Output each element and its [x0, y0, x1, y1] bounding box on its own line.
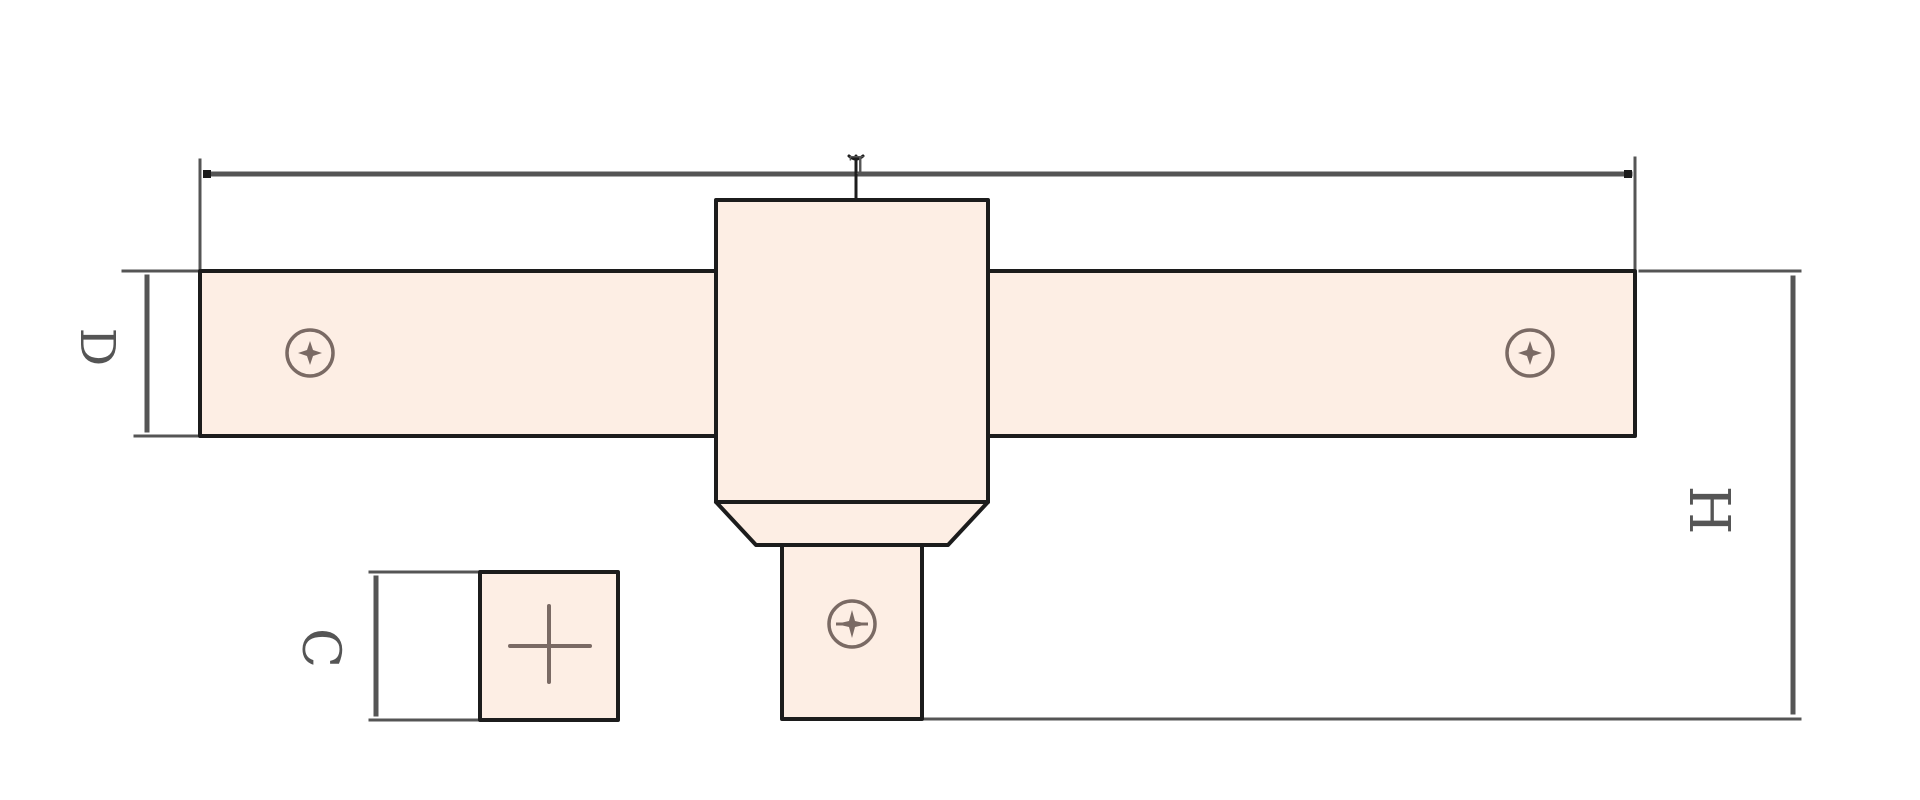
- screw-head-left: [285, 328, 335, 378]
- length-label: L: [849, 150, 865, 178]
- square-label: C: [290, 628, 350, 668]
- length-arrow-left: [203, 170, 211, 178]
- screw-cross-right: [1518, 341, 1542, 365]
- screw-head-drive: [827, 599, 877, 649]
- length-arrow-right: [1624, 170, 1632, 178]
- dimension-lines: [121, 156, 1802, 722]
- left-handle-bar: [198, 269, 718, 438]
- screw-cross-left: [298, 341, 322, 365]
- hub-top-marker-cap: [847, 154, 865, 161]
- hub-taper: [714, 500, 990, 547]
- phillips-screw-icon: [1505, 328, 1555, 378]
- screws: [285, 328, 1555, 649]
- phillips-screw-icon: [827, 599, 877, 649]
- details: [508, 154, 865, 684]
- phillips-screw-icon: [285, 328, 335, 378]
- screw-head-right: [1505, 328, 1555, 378]
- diameter-label: D: [69, 327, 125, 367]
- wrench-body: [198, 198, 1637, 722]
- center-hub: [714, 198, 990, 504]
- height-label: H: [1676, 485, 1741, 535]
